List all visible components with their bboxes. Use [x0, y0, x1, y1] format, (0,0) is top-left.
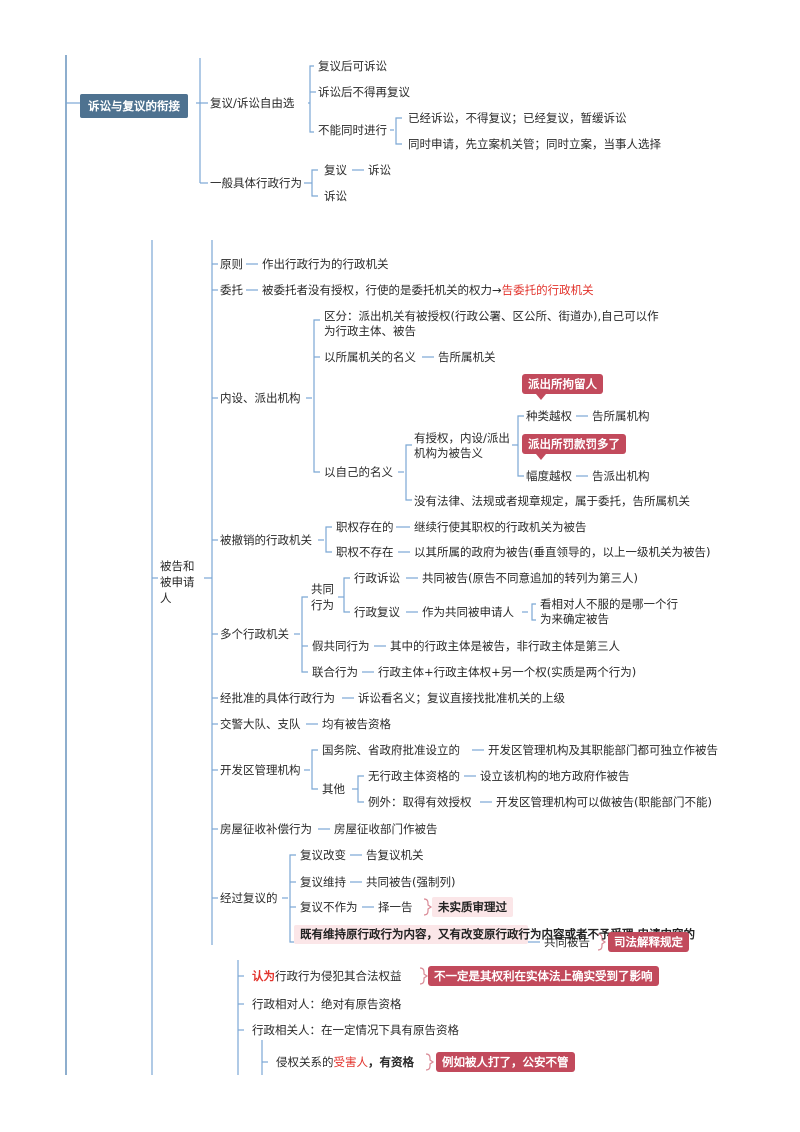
node-deem-infringed: 认为行政行为侵犯其合法权益: [252, 969, 402, 983]
node-dev-zone-exception-value: 开发区管理机构可以做被告(职能部门不能): [496, 795, 712, 809]
node-review-uphold-value: 共同被告(强制列): [366, 875, 456, 889]
node-kind-overreach-value: 告所属机构: [592, 409, 650, 423]
callout-police-detain: 派出所拘留人: [522, 374, 603, 400]
node-fake-joint-value: 其中的行政主体是被告，非行政主体是第三人: [390, 639, 620, 653]
node-review-inaction-value: 择一告: [378, 900, 413, 914]
node-union-act: 联合行为: [312, 665, 358, 679]
node-house-expropriation-value: 房屋征收部门作被告: [334, 822, 438, 836]
node-admin-review: 行政复议: [354, 605, 400, 619]
victim-suffix: ，有资格: [368, 1055, 414, 1069]
node-dev-zone-exception: 例外：取得有效授权: [368, 795, 472, 809]
node-no-review-after-litigation: 诉讼后不得再复议: [318, 85, 410, 99]
deem-text: 行政行为侵犯其合法权益: [275, 969, 402, 983]
node-inner-agency: 内设、派出机构: [220, 391, 301, 405]
node-power-exists-value: 继续行使其职权的行政机关为被告: [414, 520, 587, 534]
node-house-expropriation: 房屋征收补偿行为: [220, 822, 312, 836]
node-union-act-value: 行政主体+行政主体权+另一个权(实质是两个行为): [378, 665, 637, 679]
node-fake-joint: 假共同行为: [312, 639, 370, 653]
tag-not-necessarily-affected: 不一定是其权利在实体法上确实受到了影响: [428, 966, 659, 986]
node-inner-distinction: 区分：派出机关有被授权(行政公署、区公所、街道办),自己可以作为行政主体、被告: [324, 309, 659, 338]
node-not-concurrent-b: 同时申请，先立案机关管；同时立案，当事人选择: [408, 137, 661, 151]
tag-beaten-example: 例如被人打了，公安不管: [436, 1052, 575, 1072]
node-review-mixed: 既有维持原行政行为内容，又有改变原行政行为内容或者不予受理 申请内容的: [294, 925, 695, 944]
deem-highlight: 认为: [252, 969, 275, 983]
victim-text: 侵权关系的: [276, 1055, 334, 1069]
node-entrust-value: 被委托者没有授权，行使的是委托机关的权力→告委托的行政机关: [262, 283, 594, 297]
node-range-overreach: 幅度越权: [526, 469, 572, 483]
node-power-exists: 职权存在的: [336, 520, 394, 534]
node-review-change: 复议改变: [300, 848, 346, 862]
node-power-gone-value: 以其所属的政府为被告(垂直领导的，以上一级机关为被告): [414, 545, 711, 559]
victim-highlight: 受害人: [333, 1055, 369, 1069]
node-admin-litigation: 行政诉讼: [354, 571, 400, 585]
node-inner-name-parent: 以所属机关的名义: [324, 350, 416, 364]
node-power-gone: 职权不存在: [336, 545, 394, 559]
node-defendant-respondent: 被告和被申请人: [160, 559, 195, 605]
node-after-review: 经过复议的: [220, 891, 278, 905]
tag-judicial-interpretation: 司法解释规定: [608, 932, 689, 952]
node-dev-zone: 开发区管理机构: [220, 763, 301, 777]
node-dev-zone-approved-value: 开发区管理机构及其职能部门都可独立作被告: [488, 743, 718, 757]
node-range-overreach-value: 告派出机构: [592, 469, 650, 483]
node-inner-name-parent-value: 告所属机关: [438, 350, 496, 364]
node-dev-zone-no-subject-value: 设立该机构的地方政府作被告: [480, 769, 630, 783]
callout-police-fine: 派出所罚款罚多了: [522, 434, 626, 460]
node-review-then-litigate: 复议后可诉讼: [318, 59, 387, 73]
node-not-concurrent: 不能同时进行: [318, 123, 387, 137]
node-review-change-value: 告复议机关: [366, 848, 424, 862]
node-related-party: 行政相关人：在一定情况下具有原告资格: [252, 1023, 459, 1037]
entrust-text: 被委托者没有授权，行使的是委托机关的权力→: [262, 283, 502, 297]
node-review-inaction: 复议不作为: [300, 900, 358, 914]
node-dev-zone-no-subject: 无行政主体资格的: [368, 769, 460, 783]
node-review-mixed-value: 共同被告: [544, 935, 590, 949]
node-victim: 侵权关系的受害人，有资格: [276, 1055, 414, 1069]
node-traffic-police: 交警大队、支队: [220, 717, 301, 731]
node-revoked-agency: 被撤销的行政机关: [220, 533, 312, 547]
node-general-review-litigate: 诉讼: [368, 163, 391, 177]
node-admin-litigation-value: 共同被告(原告不同意追加的转列为第三人): [422, 571, 638, 585]
node-general-review: 复议: [324, 163, 347, 177]
node-admin-review-note: 看相对人不服的是哪一个行为来确定被告: [540, 597, 678, 626]
node-general-litigate: 诉讼: [324, 189, 347, 203]
entrust-highlight: 告委托的行政机关: [501, 283, 594, 297]
node-dev-zone-other: 其他: [322, 782, 345, 796]
node-no-law: 没有法律、法规或者规章规定，属于委托，告所属机关: [414, 494, 690, 508]
node-general-act: 一般具体行政行为: [210, 176, 302, 190]
node-counterpart: 行政相对人：绝对有原告资格: [252, 997, 402, 1011]
node-free-choice: 复议/诉讼自由选: [210, 96, 295, 110]
node-review-uphold: 复议维持: [300, 875, 346, 889]
node-authorized: 有授权，内设/派出机构为被告义: [414, 431, 510, 460]
node-approved-act-value: 诉讼看名义；复议直接找批准机关的上级: [358, 691, 565, 705]
node-entrust: 委托: [220, 283, 243, 297]
node-traffic-police-value: 均有被告资格: [322, 717, 391, 731]
node-admin-review-value: 作为共同被申请人: [422, 605, 514, 619]
node-not-concurrent-a: 已经诉讼，不得复议；已经复议，暂缓诉讼: [408, 111, 627, 125]
node-inner-own-name: 以自己的名义: [324, 465, 393, 479]
node-approved-act: 经批准的具体行政行为: [220, 691, 335, 705]
node-principle-value: 作出行政行为的行政机关: [262, 257, 389, 271]
tag-not-substantive: 未实质审理过: [432, 897, 513, 917]
node-principle: 原则: [220, 257, 243, 271]
node-litigation-review-link: 诉讼与复议的衔接: [80, 94, 188, 118]
node-multiple-agencies: 多个行政机关: [220, 627, 289, 641]
node-joint-act: 共同行为: [311, 582, 334, 612]
node-dev-zone-approved: 国务院、省政府批准设立的: [322, 743, 460, 757]
node-kind-overreach: 种类越权: [526, 409, 572, 423]
